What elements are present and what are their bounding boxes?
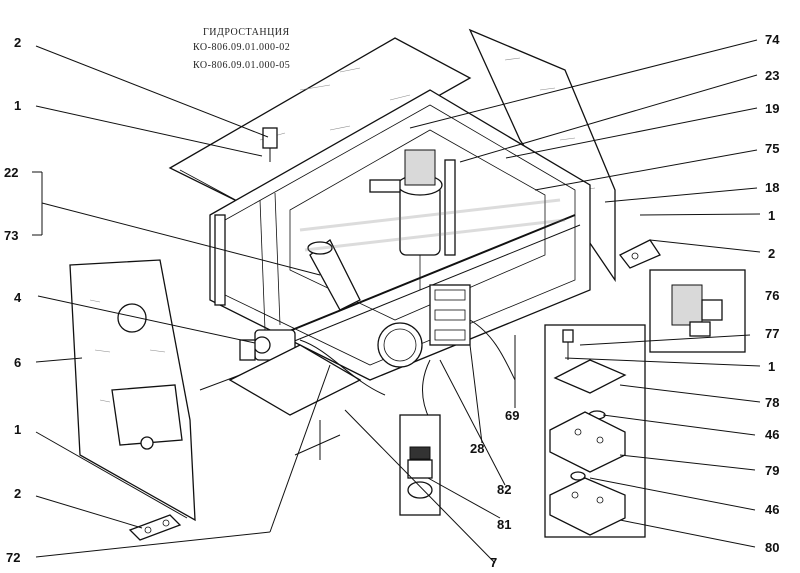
left-pipe (214, 214, 226, 306)
callout-labels: 2 1 22 73 4 6 1 2 72 74 23 19 75 18 1 2 … (4, 32, 780, 570)
callout-1-left: 1 (14, 422, 21, 437)
detail-stack-box (544, 324, 646, 538)
pressure-gauge (377, 322, 423, 368)
callout-22: 22 (4, 165, 18, 180)
callout-2-left: 2 (14, 486, 21, 501)
callout-28: 28 (470, 441, 484, 456)
title-line-1: ГИДРОСТАНЦИЯ (203, 27, 290, 38)
bolt-top (262, 127, 278, 162)
callout-73: 73 (4, 228, 18, 243)
detail-76-box (649, 269, 746, 353)
callout-77: 77 (765, 326, 779, 341)
bolt-right (619, 239, 661, 269)
callout-78: 78 (765, 395, 779, 410)
callout-69: 69 (505, 408, 519, 423)
callout-80: 80 (765, 540, 779, 555)
filter-unit (369, 149, 443, 290)
callout-76: 76 (765, 288, 779, 303)
watermark (299, 198, 566, 252)
callout-4: 4 (14, 290, 22, 305)
callout-19: 19 (765, 101, 779, 116)
top-cover (168, 37, 472, 206)
callout-81: 81 (497, 517, 511, 532)
callout-72: 72 (6, 550, 20, 565)
hose-82 (422, 359, 431, 421)
door-panel (69, 259, 196, 522)
title-line-2: КО-806.09.01.000-02 (193, 42, 290, 53)
hose-69 (469, 319, 516, 381)
tank-window (289, 129, 546, 321)
callout-82: 82 (497, 482, 511, 497)
valve-block-28 (429, 284, 471, 346)
title-line-3: КО-806.09.01.000-05 (193, 60, 290, 71)
callout-79: 79 (765, 463, 779, 478)
title-block: ГИДРОСТАНЦИЯ КО-806.09.01.000-02 КО-806.… (193, 27, 290, 71)
callout-75: 75 (765, 141, 779, 156)
callout-7: 7 (490, 555, 497, 570)
hydraulic-cylinder (307, 239, 361, 311)
callout-1-top: 1 (14, 98, 21, 113)
hose-left (299, 339, 386, 396)
callout-18: 18 (765, 180, 779, 195)
callout-46-top: 46 (765, 427, 779, 442)
vertical-pipe (444, 159, 456, 256)
leader-lines (32, 39, 761, 564)
detail-81-box (399, 414, 441, 516)
callout-74: 74 (765, 32, 780, 47)
callout-2-top: 2 (14, 35, 21, 50)
bolt-left-bottom (128, 514, 182, 541)
callout-1-right: 1 (768, 208, 775, 223)
callout-2-right: 2 (768, 246, 775, 261)
callout-46-bottom: 46 (765, 502, 779, 517)
callout-1-mid: 1 (768, 359, 775, 374)
callout-23: 23 (765, 68, 779, 83)
assembly-drawing (168, 28, 616, 460)
diagonal-rod (254, 214, 581, 356)
callout-6: 6 (14, 355, 21, 370)
bottom-frame (199, 344, 362, 460)
